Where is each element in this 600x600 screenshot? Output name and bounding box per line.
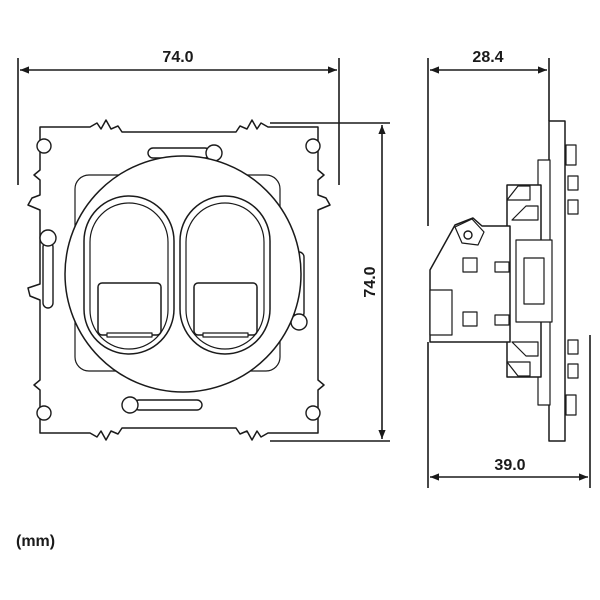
corner-hole-bottom-right [305,405,321,421]
side-block-2 [462,311,478,327]
top-dimension-label: 28.4 [472,49,503,66]
side-tab-top-3 [565,144,577,166]
rj45-latch-left [106,332,153,338]
side-view: 28.4 39.0 [427,49,591,488]
side-clip-top-1 [506,185,531,201]
corner-hole-bottom-left [36,405,52,421]
bottom-slot-end [121,396,139,414]
side-block-3 [494,261,510,273]
side-clip-bottom-1 [506,361,531,377]
corner-hole-top-right [305,138,321,154]
side-block-1 [462,257,478,273]
side-clip-top-2 [511,205,539,221]
side-tab-bottom-2 [567,363,579,379]
side-connector-face [429,289,453,336]
side-tab-top-2 [567,199,579,215]
front-view: 74.0 74.0 [17,49,390,442]
side-tab-bottom-3 [565,394,577,416]
side-core-detail [523,257,545,305]
corner-hole-top-left [36,138,52,154]
bottom-slot [133,399,203,411]
width-label: 74.0 [162,49,193,66]
unit-label: (mm) [16,533,56,550]
height-label: 74.0 [362,266,379,297]
side-tab-top-1 [567,175,579,191]
rj45-port-right [193,282,258,336]
side-connector-screw [463,230,473,240]
left-slot [42,241,54,309]
rj45-port-left [97,282,162,336]
left-slot-end [39,229,57,247]
bottom-dimension-label: 39.0 [494,457,525,474]
side-clip-bottom-2 [511,341,539,357]
rj45-latch-right [202,332,249,338]
side-tab-bottom-1 [567,339,579,355]
side-block-4 [494,314,510,326]
